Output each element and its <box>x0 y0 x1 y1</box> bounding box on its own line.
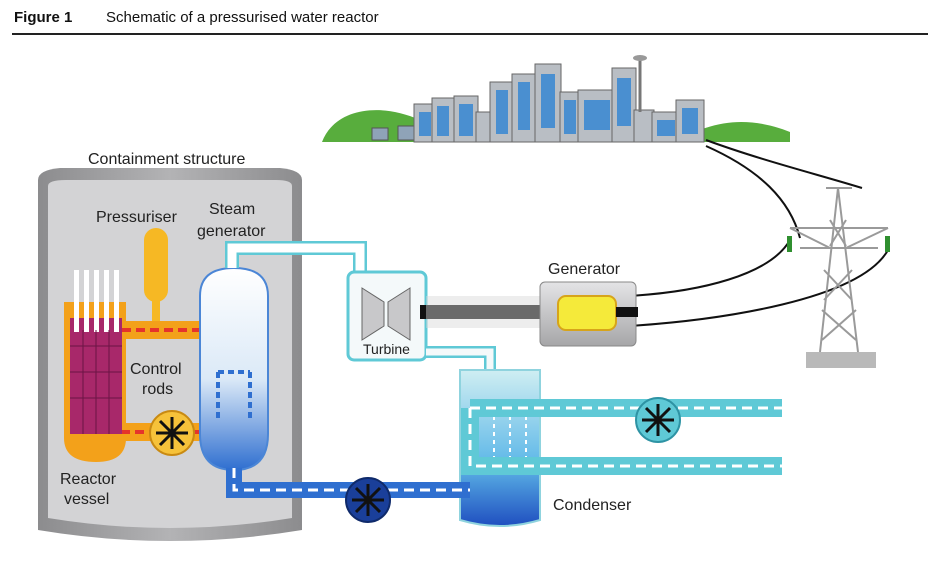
turbine-shaft <box>420 305 548 319</box>
figure-title: Schematic of a pressurised water reactor <box>106 9 379 26</box>
cooling-water-loop <box>461 399 782 475</box>
transmission-tower <box>789 187 889 368</box>
label-containment: Containment structure <box>88 151 246 168</box>
feedwater-line <box>226 468 470 498</box>
label-condenser: Condenser <box>553 497 632 514</box>
label-control: Control <box>130 361 182 378</box>
insulator <box>885 236 890 252</box>
pressuriser <box>144 228 168 328</box>
label-pressuriser: Pressuriser <box>96 209 178 226</box>
label-vessel: vessel <box>64 491 109 508</box>
primary-pump <box>149 410 195 456</box>
label-rods: rods <box>142 381 173 398</box>
turbine <box>346 270 428 362</box>
city-skyline <box>322 55 790 143</box>
label-reactor: Reactor <box>60 471 117 488</box>
label-turbine: Turbine <box>363 341 410 357</box>
reactor-vessel <box>64 270 126 462</box>
label-generator-sg: generator <box>197 223 266 240</box>
figure-header: Figure 1 Schematic of a pressurised wate… <box>12 5 928 35</box>
generator <box>539 281 638 347</box>
steam-line <box>225 241 367 280</box>
steam-generator <box>199 266 269 472</box>
label-generator: Generator <box>548 261 621 278</box>
power-lines <box>627 139 889 327</box>
feedwater-pump <box>345 477 391 523</box>
insulator <box>787 236 792 252</box>
cooling-pump <box>635 397 681 443</box>
label-steam: Steam <box>209 201 255 218</box>
figure-number: Figure 1 <box>14 9 73 26</box>
